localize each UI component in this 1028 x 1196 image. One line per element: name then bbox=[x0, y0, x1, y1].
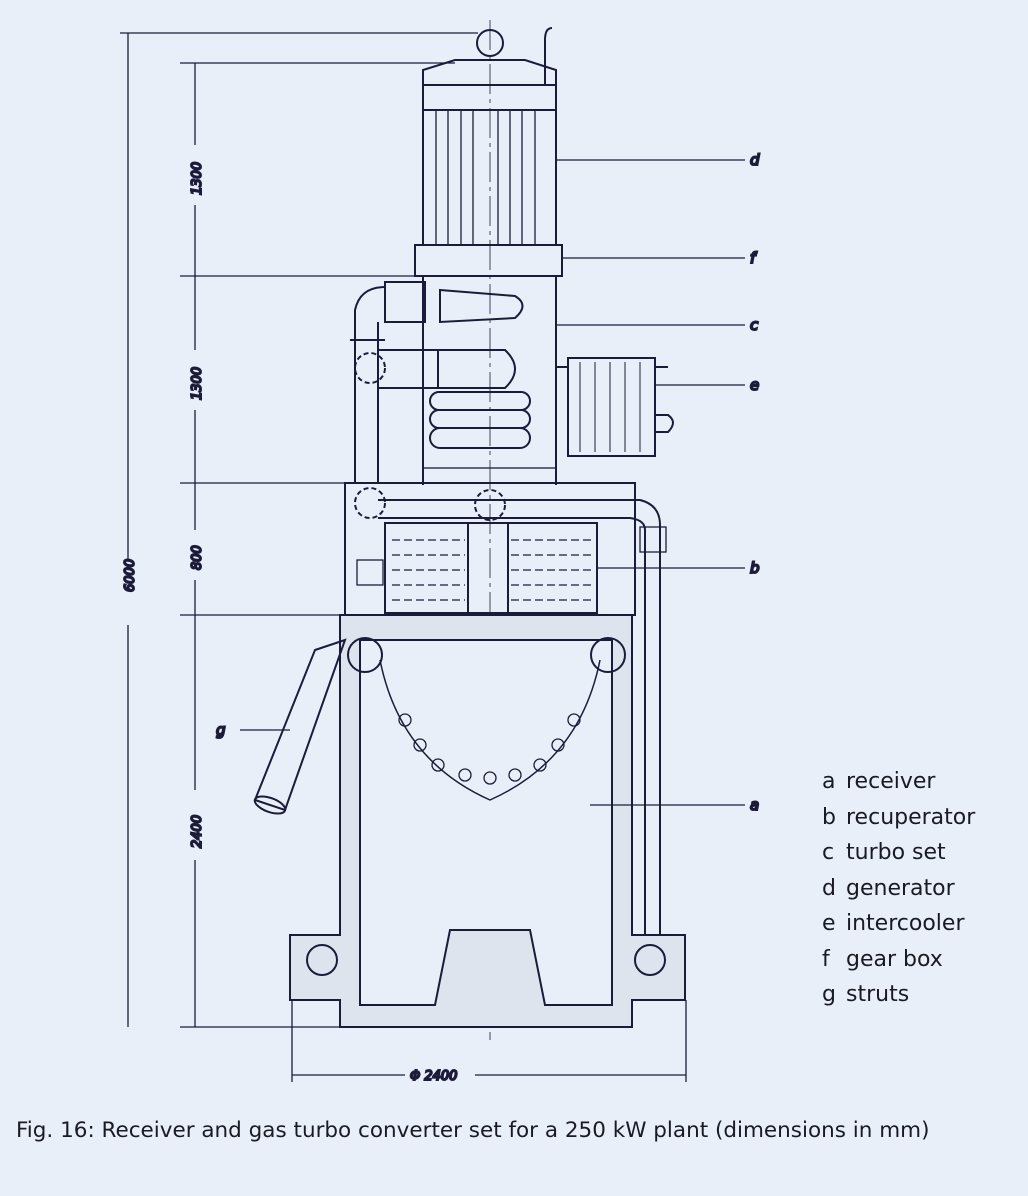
receiver bbox=[289, 614, 686, 1028]
leader-label-c: c bbox=[750, 316, 759, 334]
struts bbox=[253, 638, 347, 815]
dim-diameter: Φ 2400 bbox=[410, 1069, 457, 1084]
legend-label: struts bbox=[846, 982, 910, 1007]
legend-item: f gear box bbox=[822, 942, 975, 978]
legend-item: c turbo set bbox=[822, 835, 975, 871]
gear-box bbox=[414, 244, 563, 277]
intercooler bbox=[556, 357, 674, 457]
dim-turbo-height: 1300 bbox=[190, 367, 205, 400]
leader-label-d: d bbox=[750, 151, 760, 169]
legend-label: gear box bbox=[846, 946, 943, 972]
leader-lines bbox=[240, 159, 745, 806]
legend-label: receiver bbox=[846, 769, 936, 794]
leader-label-f: f bbox=[750, 249, 758, 267]
legend-key: f bbox=[822, 946, 830, 972]
legend-label: generator bbox=[846, 875, 955, 901]
generator bbox=[422, 27, 557, 246]
turbo-converter-diagram: 6000 1300 1300 800 2400 Φ 2400 bbox=[120, 20, 761, 1085]
recuperator bbox=[344, 482, 667, 940]
legend-key: c bbox=[822, 840, 835, 865]
dim-total-height: 6000 bbox=[123, 559, 138, 592]
leader-label-a: a bbox=[750, 796, 759, 814]
legend-label: intercooler bbox=[846, 911, 965, 936]
legend-item: e intercooler bbox=[822, 906, 975, 942]
legend-label: recuperator bbox=[846, 804, 976, 830]
dim-generator-height: 1300 bbox=[190, 162, 205, 195]
leader-label-g: g bbox=[216, 721, 226, 739]
legend-label: turbo set bbox=[846, 840, 946, 865]
leader-label-b: b bbox=[750, 559, 760, 577]
turbo-set bbox=[350, 276, 557, 485]
legend-key: d bbox=[822, 875, 836, 901]
dim-recuperator-height: 800 bbox=[190, 545, 205, 570]
legend-item: b recuperator bbox=[822, 800, 975, 836]
leader-label-e: e bbox=[750, 376, 759, 394]
legend-key: b bbox=[822, 804, 836, 830]
figure-caption: Fig. 16: Receiver and gas turbo converte… bbox=[16, 1118, 930, 1143]
legend-key: e bbox=[822, 911, 836, 936]
dim-receiver-height: 2400 bbox=[190, 815, 205, 848]
dimension-lines bbox=[120, 20, 687, 1082]
legend-key: a bbox=[822, 769, 836, 794]
legend-item: a receiver bbox=[822, 764, 975, 800]
legend-key: g bbox=[822, 982, 836, 1007]
legend-item: d generator bbox=[822, 871, 975, 907]
